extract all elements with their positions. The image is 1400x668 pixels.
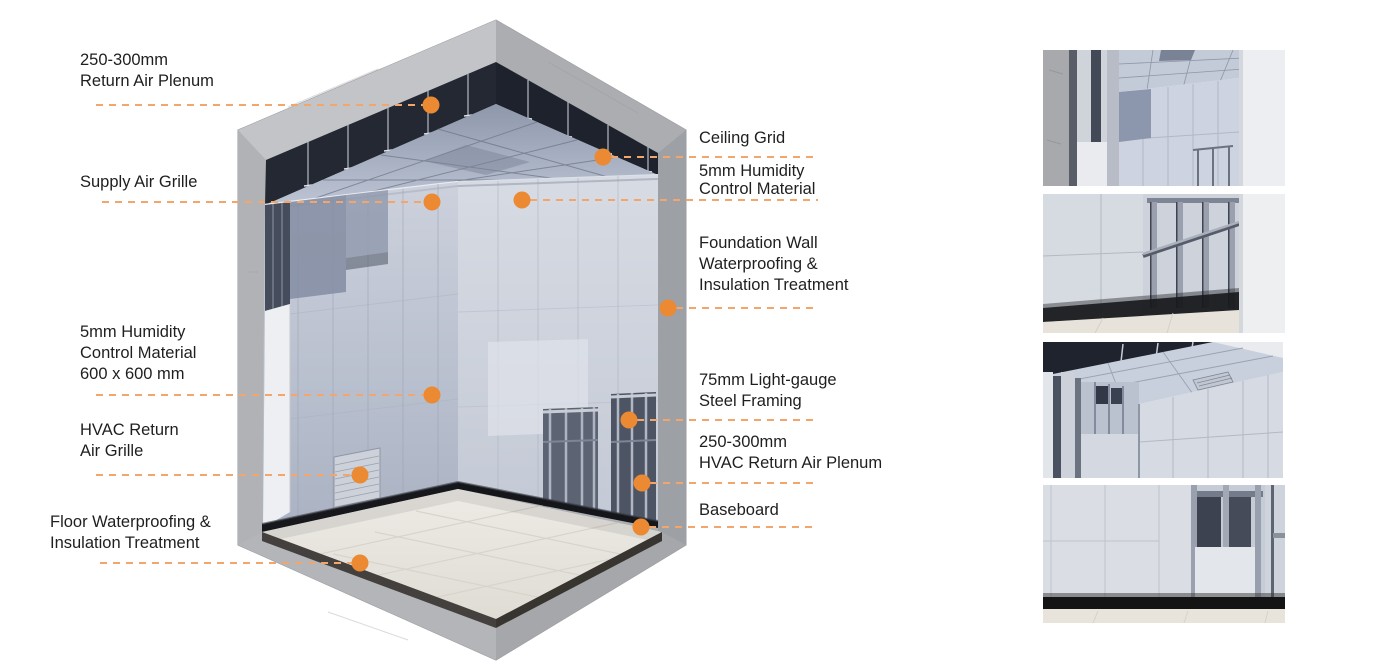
callout-leader-line	[96, 394, 424, 396]
callout-label-line: Ceiling Grid	[699, 129, 786, 147]
callout-leader-line	[102, 201, 424, 203]
callout-leader-line	[611, 156, 818, 158]
callout-label-line: 250-300mm	[80, 51, 169, 69]
callout-label-line: HVAC Return	[80, 421, 179, 439]
callout-return-air-plenum: 250-300mm Return Air Plenum	[80, 50, 214, 92]
main-isometric-cutaway	[237, 19, 687, 661]
callout-label-line: Steel Framing	[699, 392, 802, 410]
callout-label-line: Insulation Treatment	[699, 276, 849, 294]
thumbnail-detail-2	[1043, 194, 1285, 333]
callout-hvac-return-air-grille: HVAC Return Air Grille	[80, 420, 179, 462]
callout-label-line: Return Air Plenum	[80, 72, 214, 90]
callout-leader-line	[637, 419, 818, 421]
callout-dot	[594, 148, 612, 166]
thumbnail-detail-1	[1043, 50, 1285, 186]
thumbnail-detail-3	[1043, 342, 1283, 478]
callout-label-line: 600 x 600 mm	[80, 365, 185, 383]
callout-leader-line	[676, 307, 818, 309]
thumbnail-detail-4	[1043, 485, 1285, 623]
callout-humidity-control-material-wall: 5mm Humidity Control Material 600 x 600 …	[80, 322, 196, 385]
callout-label-line: Insulation Treatment	[50, 534, 200, 552]
callout-label-line: Control Material	[699, 180, 816, 198]
callout-label-line: Foundation Wall	[699, 234, 818, 252]
callout-baseboard: Baseboard	[699, 500, 779, 521]
callout-label-line: Air Grille	[80, 442, 144, 460]
callout-dot	[620, 411, 638, 429]
callout-dot	[632, 518, 650, 536]
callout-dot	[659, 299, 677, 317]
callout-label-line: 5mm Humidity	[80, 323, 186, 341]
callout-dot	[351, 554, 369, 572]
callout-hvac-return-air-plenum: 250-300mm HVAC Return Air Plenum	[699, 432, 882, 474]
callout-label-line: 5mm Humidity	[699, 162, 805, 180]
callout-leader-line	[530, 199, 818, 201]
callout-leader-line	[96, 474, 352, 476]
callout-leader-line	[96, 104, 423, 106]
callout-label-line: Baseboard	[699, 501, 779, 519]
callout-dot	[423, 386, 441, 404]
callout-leader-line	[649, 526, 818, 528]
callout-label-line: Supply Air Grille	[80, 173, 198, 191]
callout-leader-line	[650, 482, 818, 484]
callout-label-line: 250-300mm	[699, 433, 788, 451]
callout-supply-air-grille: Supply Air Grille	[80, 172, 197, 193]
callout-label-line: HVAC Return Air Plenum	[699, 454, 883, 472]
callout-ceiling-grid: Ceiling Grid	[699, 128, 785, 149]
callout-leader-line	[100, 562, 352, 564]
callout-dot	[422, 96, 440, 114]
callout-label-line: Floor Waterproofing &	[50, 513, 211, 531]
callout-dot	[633, 474, 651, 492]
callout-label-line: Waterproofing &	[699, 255, 818, 273]
callout-floor-waterproofing: Floor Waterproofing & Insulation Treatme…	[50, 512, 211, 554]
callout-dot	[513, 191, 531, 209]
callout-dot	[351, 466, 369, 484]
callout-steel-framing: 75mm Light-gauge Steel Framing	[699, 370, 837, 412]
callout-label-line: Control Material	[80, 344, 197, 362]
callout-dot	[423, 193, 441, 211]
callout-humidity-control-material-ceiling: 5mm Humidity Control Material	[699, 162, 815, 198]
callout-foundation-wall-waterproofing: Foundation Wall Waterproofing & Insulati…	[699, 233, 849, 296]
callout-label-line: 75mm Light-gauge	[699, 371, 837, 389]
